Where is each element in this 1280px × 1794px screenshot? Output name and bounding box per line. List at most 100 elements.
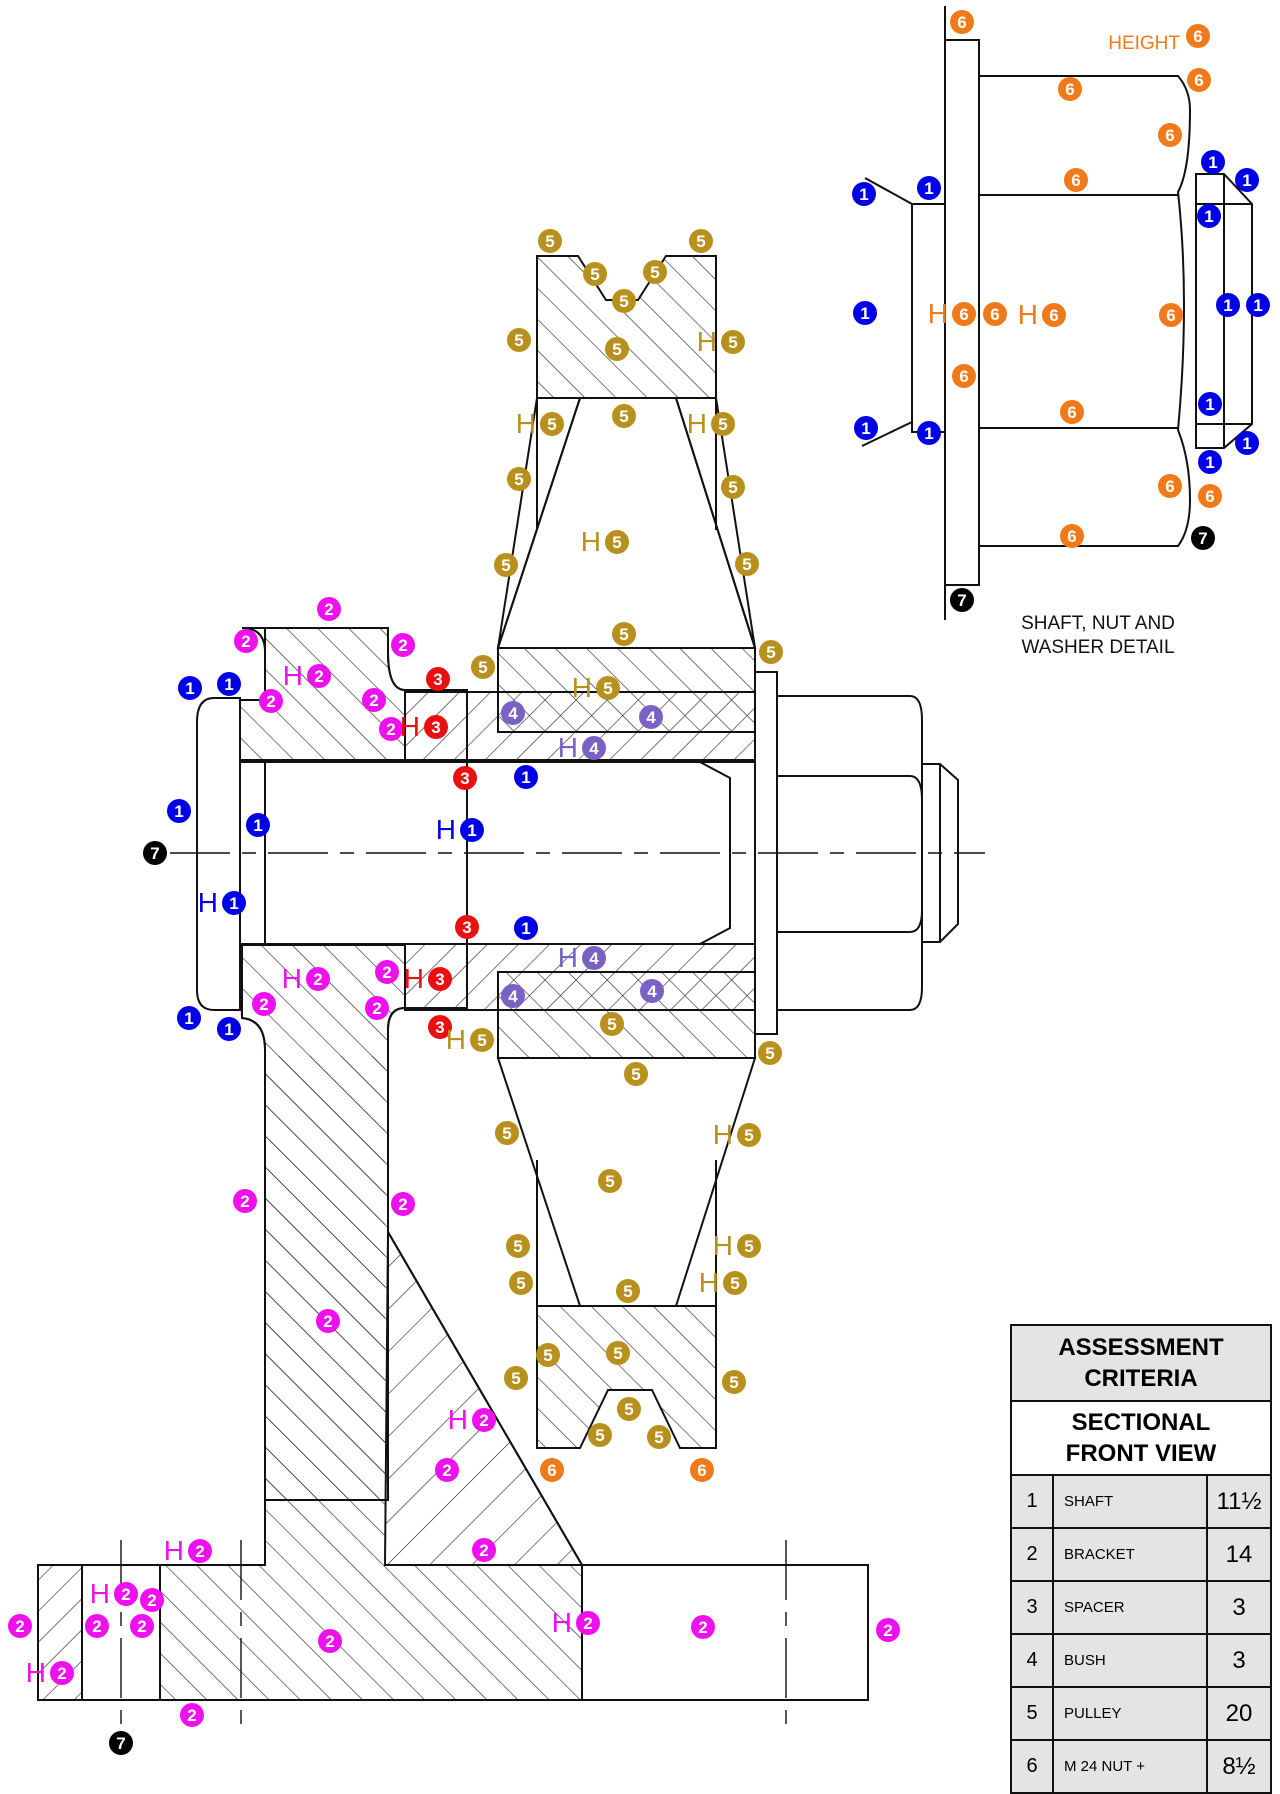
row-mark: 11½ xyxy=(1206,1474,1272,1529)
marker-5: 5 xyxy=(722,1370,746,1394)
table-row: 5 PULLEY 20 xyxy=(1010,1686,1272,1741)
marker-height-prefix: H xyxy=(26,1657,46,1688)
marker-number: 5 xyxy=(650,263,659,282)
marker-1: 1 xyxy=(1235,431,1259,455)
marker-number: 1 xyxy=(1205,395,1214,414)
marker-2: 2 xyxy=(140,1588,164,1612)
marker-7: 7 xyxy=(109,1731,133,1755)
row-name: BRACKET xyxy=(1052,1527,1208,1582)
row-number: 2 xyxy=(1010,1527,1054,1582)
marker-7: 7 xyxy=(143,841,167,865)
marker-circle xyxy=(596,676,620,700)
marker-number: 5 xyxy=(619,292,628,311)
marker-5: 5H xyxy=(572,672,620,703)
marker-number: 6 xyxy=(990,305,999,324)
nut-outline xyxy=(776,695,923,1011)
marker-number: 5 xyxy=(502,1124,511,1143)
marker-height-prefix: H xyxy=(448,1404,468,1435)
marker-number: 2 xyxy=(398,1195,407,1214)
marker-6: 6 xyxy=(1064,168,1088,192)
marker-circle xyxy=(950,10,974,34)
marker-5: 5H xyxy=(446,1024,494,1055)
marker-circle xyxy=(509,1271,533,1295)
marker-circle xyxy=(428,967,452,991)
marker-number: 2 xyxy=(883,1621,892,1640)
table-row: 2 BRACKET 14 xyxy=(1010,1527,1272,1582)
detail-view xyxy=(861,6,1253,620)
detail-nut xyxy=(978,75,1192,547)
marker-circle xyxy=(1235,431,1259,455)
marker-1: 1 xyxy=(917,176,941,200)
marker-number: 5 xyxy=(730,1274,739,1293)
marker-circle xyxy=(178,676,202,700)
marker-5: 5 xyxy=(759,640,783,664)
marker-number: 4 xyxy=(589,739,599,758)
marker-circle xyxy=(379,717,403,741)
marker-circle xyxy=(758,1041,782,1065)
marker-2: 2 xyxy=(391,1192,415,1216)
marker-circle xyxy=(576,1611,600,1635)
marker-circle xyxy=(1042,303,1066,327)
marker-7: 7 xyxy=(950,588,974,612)
marker-circle xyxy=(217,672,241,696)
row-mark: 3 xyxy=(1206,1580,1272,1635)
marker-number: 2 xyxy=(369,691,378,710)
marker-circle xyxy=(453,766,477,790)
marker-4: 4 xyxy=(501,701,525,725)
marker-circle xyxy=(643,260,667,284)
criteria-subtitle-line1: SECTIONAL xyxy=(1071,1409,1211,1436)
pulley-top-hub xyxy=(497,647,756,733)
marker-number: 2 xyxy=(479,1411,488,1430)
marker-number: 6 xyxy=(1049,306,1058,325)
marker-circle xyxy=(605,337,629,361)
marker-1: 1 xyxy=(514,916,538,940)
marker-number: 1 xyxy=(253,816,262,835)
marker-number: 1 xyxy=(229,894,238,913)
marker-circle xyxy=(852,182,876,206)
marker-2: 2 xyxy=(85,1614,109,1638)
marker-5: 5 xyxy=(758,1041,782,1065)
marker-6: 6 xyxy=(1060,524,1084,548)
marker-circle xyxy=(737,1234,761,1258)
marker-number: 2 xyxy=(442,1461,451,1480)
marker-6: 6 xyxy=(1060,400,1084,424)
marker-circle xyxy=(391,633,415,657)
marker-6: 6 xyxy=(690,1458,714,1482)
criteria-title-line1: ASSESSMENT xyxy=(1058,1334,1224,1361)
marker-height-prefix: H xyxy=(282,963,302,994)
pulley-top-rim xyxy=(536,255,717,399)
marker-number: 6 xyxy=(1193,27,1202,46)
marker-circle xyxy=(588,1423,612,1447)
height-label: HEIGHT xyxy=(1108,33,1180,54)
marker-5: 5 xyxy=(617,1397,641,1421)
marker-circle xyxy=(689,229,713,253)
marker-2: 2 xyxy=(391,633,415,657)
marker-number: 7 xyxy=(1198,529,1207,548)
marker-circle xyxy=(690,1458,714,1482)
marker-number: 5 xyxy=(613,1344,622,1363)
marker-number: 6 xyxy=(1166,306,1175,325)
marker-circle xyxy=(114,1582,138,1606)
marker-circle xyxy=(317,597,341,621)
marker-number: 6 xyxy=(547,1461,556,1480)
row-mark: 20 xyxy=(1206,1686,1272,1741)
marker-height-prefix: H xyxy=(697,326,717,357)
row-number: 6 xyxy=(1010,1739,1054,1794)
marker-number: 6 xyxy=(959,305,968,324)
marker-circle xyxy=(143,841,167,865)
marker-number: 6 xyxy=(697,1461,706,1480)
marker-number: 5 xyxy=(514,331,523,350)
marker-circle xyxy=(1197,204,1221,228)
marker-number: 2 xyxy=(479,1541,488,1560)
marker-3: 3 xyxy=(428,1015,452,1039)
marker-5: 5H xyxy=(697,326,745,357)
marker-number: 2 xyxy=(266,692,275,711)
center-lines xyxy=(120,852,985,1730)
row-number: 4 xyxy=(1010,1633,1054,1688)
marker-height-prefix: H xyxy=(1018,299,1038,330)
marker-number: 6 xyxy=(1067,403,1076,422)
marker-number: 1 xyxy=(467,821,476,840)
marker-circle xyxy=(507,467,531,491)
marker-number: 2 xyxy=(324,600,333,619)
marker-number: 4 xyxy=(508,987,518,1006)
